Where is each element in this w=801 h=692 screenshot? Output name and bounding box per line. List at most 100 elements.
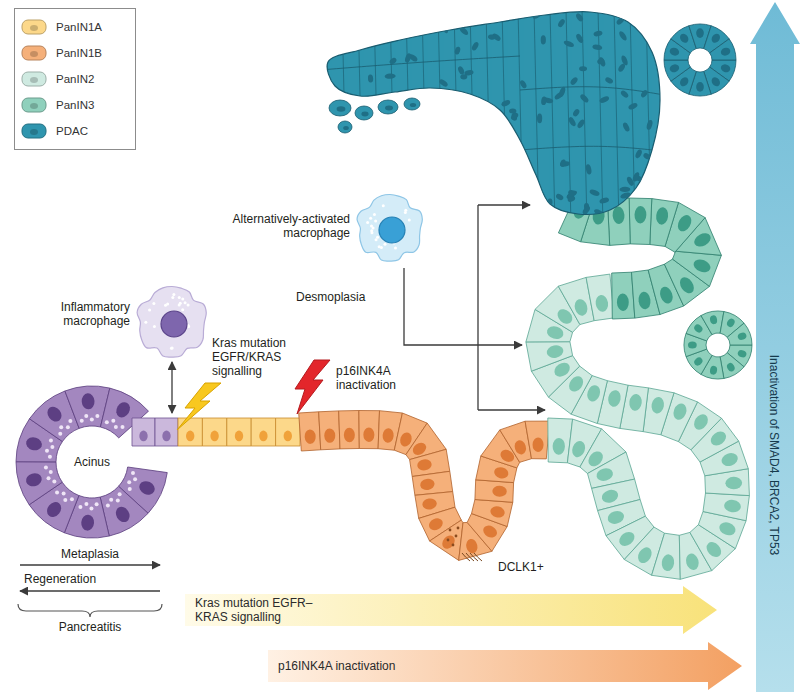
legend-swatch-nucleus	[30, 103, 38, 109]
cell-nucleus	[545, 324, 564, 340]
cell-nucleus	[345, 31, 353, 38]
cell-nucleus	[552, 438, 565, 455]
epithelial-cell	[412, 471, 453, 495]
zymogen-granule	[52, 479, 56, 483]
cell-nucleus	[210, 431, 218, 442]
cell-border	[646, 8, 651, 225]
cell-nucleus	[460, 74, 467, 79]
epithelial-cell	[155, 418, 178, 446]
zymogen-granule	[84, 502, 88, 506]
cell-nucleus	[632, 171, 641, 182]
inflammatory-macrophage	[137, 286, 206, 357]
cell-nucleus	[616, 529, 637, 549]
cell-nucleus	[692, 257, 713, 274]
cell-nucleus	[615, 16, 625, 25]
cell-nucleus	[684, 552, 700, 571]
epithelial-cell	[629, 198, 652, 245]
cell-nucleus	[646, 119, 654, 130]
cell-nucleus	[324, 428, 336, 443]
cell-nucleus	[186, 431, 194, 442]
cell-nucleus	[114, 400, 133, 420]
legend-swatch	[21, 71, 47, 87]
pdac-fragment	[355, 106, 373, 120]
epithelial-cell	[526, 342, 573, 372]
cell-nucleus	[81, 393, 95, 410]
cell-nucleus	[387, 13, 393, 23]
cell-nucleus	[81, 514, 95, 531]
cell-nucleus	[567, 116, 577, 127]
epithelial-cell	[710, 39, 736, 60]
annotation-label: Desmoplasia	[296, 290, 396, 304]
arrow-body	[750, 2, 800, 692]
cell-nucleus	[581, 205, 591, 216]
cell-border	[486, 8, 491, 225]
epithelial-cell	[132, 418, 155, 446]
tuft-microvillus	[474, 553, 482, 561]
cell-nucleus	[696, 28, 704, 38]
cell-nucleus	[541, 96, 547, 105]
zymogen-granule	[59, 425, 63, 429]
annotation-label: Inflammatory macrophage	[38, 300, 130, 328]
cell-nucleus	[137, 479, 157, 497]
zymogen-granule	[89, 506, 93, 510]
cell-nucleus	[607, 389, 623, 408]
cell-border	[550, 8, 555, 225]
arrow-shape-vertical	[748, 2, 800, 692]
zymogen-granule	[49, 470, 53, 474]
cell-nucleus	[597, 58, 605, 65]
progression-arrow: p16INK4A inactivation	[268, 642, 742, 690]
cell-nucleus	[162, 431, 170, 442]
epithelial-cell	[472, 500, 513, 527]
cell-border	[454, 8, 459, 225]
cell-granule	[171, 347, 174, 350]
desmoplasia-arrow	[404, 268, 522, 345]
zymogen-granule	[70, 497, 74, 501]
legend-swatch-fill	[22, 72, 46, 86]
cell-nucleus	[638, 291, 652, 310]
cell-nucleus	[737, 331, 748, 341]
epithelial-cell	[727, 323, 752, 345]
cell-border	[374, 8, 379, 225]
cell-nucleus	[720, 63, 732, 73]
cell-nucleus	[593, 208, 605, 218]
cell-border	[518, 8, 523, 225]
cell-nucleus	[440, 22, 450, 34]
cell-nucleus	[427, 516, 445, 532]
cell-nucleus	[655, 207, 669, 226]
epithelial-cell	[652, 533, 681, 579]
cell-nucleus	[677, 275, 697, 296]
cell-nucleus	[438, 78, 449, 88]
cell-nucleus	[678, 76, 690, 88]
cell-nucleus	[559, 159, 566, 168]
annotation-label: DCLK1+	[498, 560, 568, 574]
cell-nucleus	[432, 117, 440, 126]
desmoplasia-arrow	[478, 204, 530, 205]
zymogen-granule	[114, 425, 118, 429]
cell-nucleus	[688, 341, 697, 348]
cell-nucleus	[439, 91, 444, 100]
cell-nucleus	[456, 195, 465, 203]
cell-nucleus	[385, 73, 396, 79]
cell-granule	[184, 301, 187, 304]
epithelial-cell	[16, 462, 62, 505]
legend-text: PanIN3	[56, 99, 94, 111]
legend-swatch-fill	[22, 124, 46, 138]
legend-swatch-nucleus	[30, 77, 38, 83]
cell-granule	[166, 302, 169, 305]
legend-swatch-nucleus	[30, 51, 38, 57]
cell-nucleus	[388, 57, 397, 66]
zymogen-granule	[49, 438, 53, 442]
cell-nucleus	[669, 47, 681, 57]
zymogen-granule	[68, 419, 72, 423]
legend-text: PanIN1A	[56, 21, 102, 33]
arrow-text: Inactivation of SMAD4, BRCA2, TP53	[767, 355, 781, 556]
cell-nucleus	[344, 92, 353, 100]
cell-nucleus	[717, 520, 737, 537]
cell-nucleus	[658, 93, 668, 104]
cell-nucleus	[541, 35, 546, 44]
cell-nucleus	[585, 164, 592, 175]
cell-nucleus	[343, 126, 349, 130]
zymogen-granule	[116, 499, 120, 503]
cell-nucleus	[648, 172, 657, 183]
cell-nucleus	[658, 49, 666, 59]
